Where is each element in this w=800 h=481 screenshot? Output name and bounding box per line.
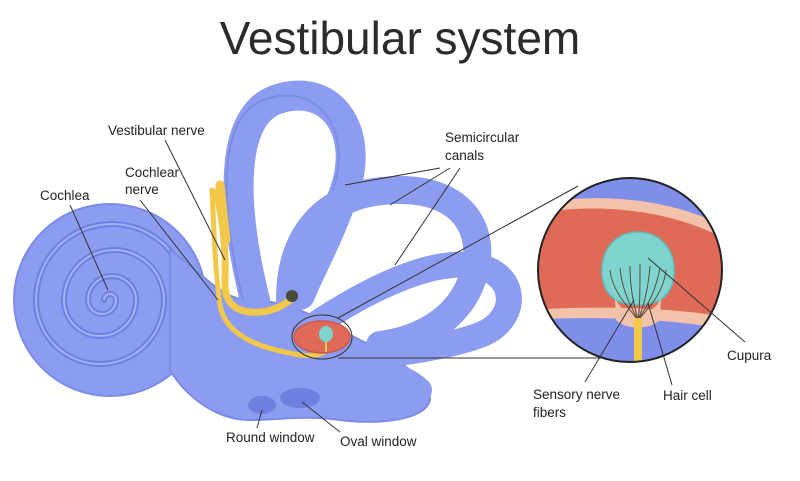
label-sensory-line2: fibers — [533, 405, 566, 420]
label-cochlear-nerve-line1: Cochlear — [125, 165, 180, 180]
magnified-view — [538, 178, 722, 362]
label-semicircular-line1: Semicircular — [445, 130, 520, 145]
inner-ear — [13, 80, 522, 423]
label-cochlear-nerve-line2: nerve — [125, 182, 159, 197]
nerve-entry-dot — [286, 290, 298, 302]
label-round-window: Round window — [226, 430, 315, 445]
label-cupura: Cupura — [727, 348, 772, 363]
nerves-shape — [209, 180, 339, 359]
label-semicircular-line2: canals — [445, 148, 484, 163]
label-cochlea: Cochlea — [40, 188, 90, 203]
ampulla-small — [291, 314, 353, 360]
diagram-title: Vestibular system — [220, 12, 580, 64]
semicircular-canals-shape — [223, 80, 522, 402]
label-vestibular-nerve: Vestibular nerve — [108, 123, 205, 138]
oval-window-shape — [280, 388, 320, 408]
label-hair-cell: Hair cell — [663, 388, 712, 403]
label-oval-window: Oval window — [340, 434, 417, 449]
round-window-shape — [248, 396, 276, 414]
leader-lines — [69, 139, 746, 433]
label-sensory-line1: Sensory nerve — [533, 387, 620, 402]
magnified-circle-border — [537, 177, 723, 363]
labels: Cochlea Vestibular nerve Cochlear nerve … — [40, 123, 772, 449]
